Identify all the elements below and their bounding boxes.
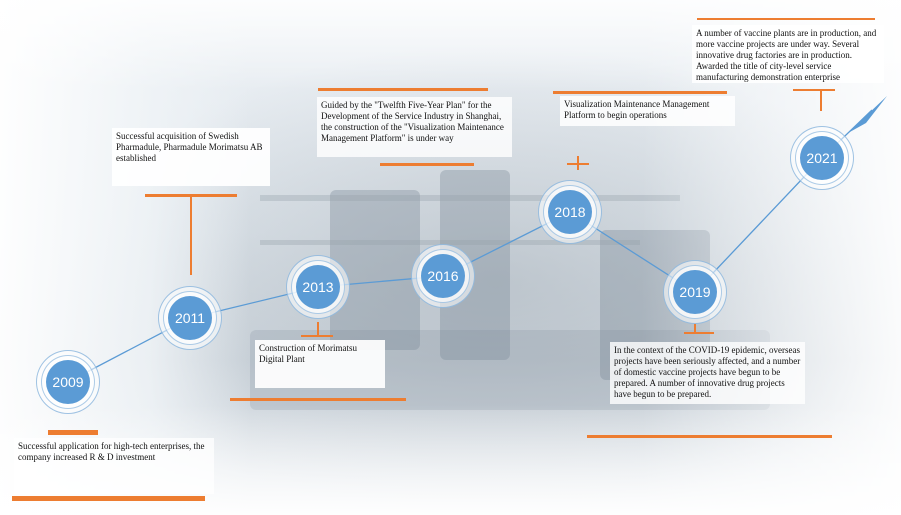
- connector-line: [694, 324, 696, 334]
- year-label: 2009: [46, 360, 90, 404]
- accent-bar: [145, 194, 237, 197]
- milestone-text-2016: Guided by the "Twelfth Five-Year Plan" f…: [317, 97, 512, 157]
- year-label: 2013: [296, 265, 340, 309]
- milestone-text-2021: A number of vaccine plants are in produc…: [692, 25, 884, 83]
- accent-bar: [697, 18, 875, 20]
- accent-bar: [12, 496, 205, 501]
- accent-bar: [301, 335, 333, 337]
- accent-bar: [684, 332, 714, 334]
- year-label: 2016: [421, 254, 465, 298]
- year-label: 2018: [548, 190, 592, 234]
- milestone-text-2011: Successful acquisition of Swedish Pharma…: [112, 128, 270, 186]
- accent-bar: [793, 89, 835, 91]
- milestone-text-2013: Construction of Morimatsu Digital Plant: [255, 340, 385, 388]
- connector-line: [820, 89, 822, 111]
- year-label: 2021: [800, 136, 844, 180]
- accent-bar: [230, 398, 406, 401]
- accent-bar: [380, 163, 474, 166]
- accent-bar: [48, 430, 98, 435]
- milestone-text-2019: In the context of the COVID-19 epidemic,…: [610, 342, 805, 404]
- background-pipe: [260, 195, 680, 201]
- year-label: 2019: [673, 270, 717, 314]
- accent-bar: [587, 435, 832, 438]
- milestone-node-2009: 2009: [36, 350, 100, 414]
- accent-bar: [553, 91, 727, 94]
- milestone-node-2013: 2013: [286, 255, 350, 319]
- connector-line: [190, 197, 192, 275]
- background-pipe: [260, 240, 640, 245]
- milestone-text-2009: Successful application for high-tech ent…: [14, 438, 214, 494]
- accent-bar: [318, 88, 488, 91]
- milestone-node-2021: 2021: [790, 126, 854, 190]
- milestone-text-2018: Visualization Maintenance Management Pla…: [560, 96, 735, 126]
- year-label: 2011: [168, 296, 212, 340]
- milestone-node-2011: 2011: [158, 286, 222, 350]
- connector-line: [577, 156, 579, 170]
- milestone-node-2018: 2018: [538, 180, 602, 244]
- milestone-node-2019: 2019: [663, 260, 727, 324]
- connector-line: [317, 322, 319, 336]
- milestone-node-2016: 2016: [411, 244, 475, 308]
- timeline-arrow-head: [848, 96, 887, 133]
